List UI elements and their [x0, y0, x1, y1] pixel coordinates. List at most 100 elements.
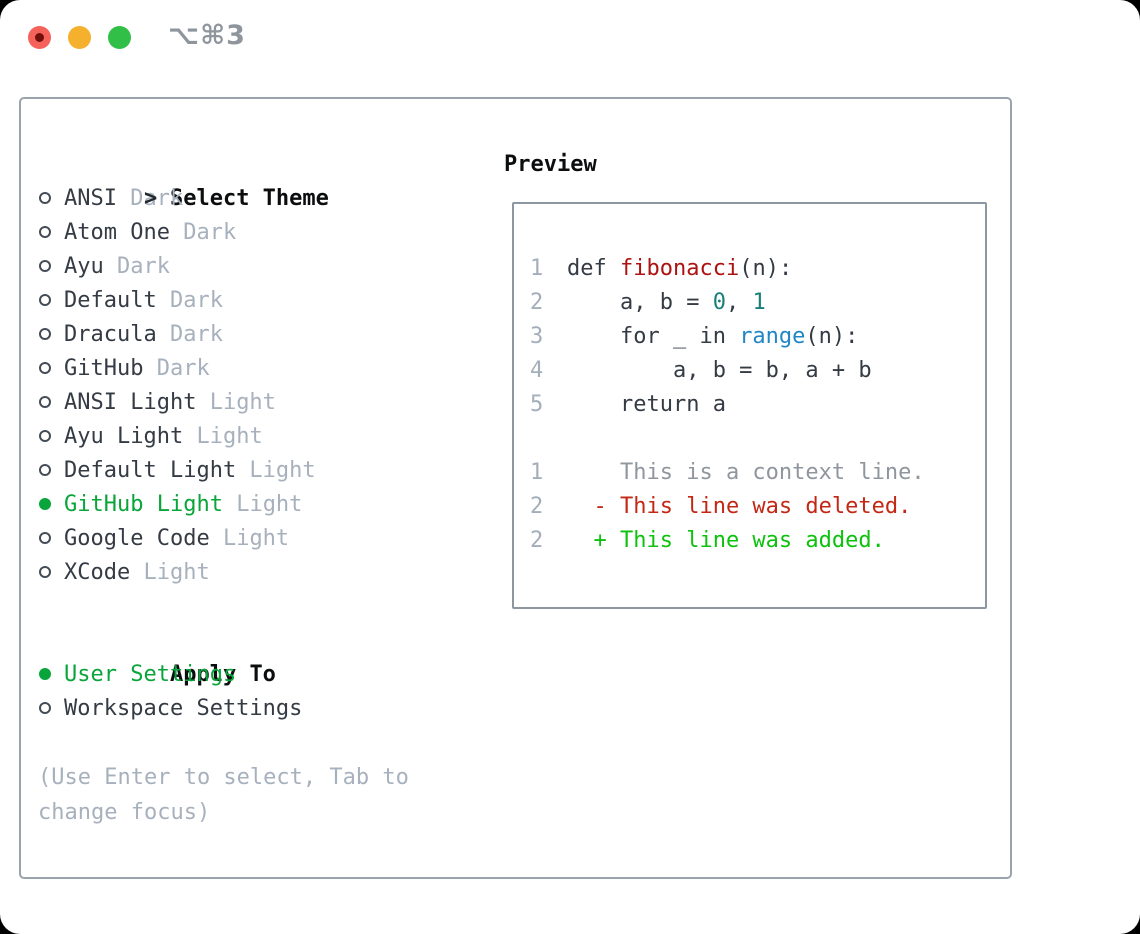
theme-name: GitHub Light — [64, 492, 223, 517]
theme-option-ansi[interactable]: ANSI Dark — [38, 182, 438, 216]
zoom-button[interactable] — [108, 26, 131, 49]
radio-marker — [38, 284, 64, 318]
select-theme-title: Select Theme — [169, 186, 329, 211]
radio-marker — [38, 352, 64, 386]
theme-option-default-light[interactable]: Default Light Light — [38, 454, 438, 488]
theme-option-ayu[interactable]: Ayu Dark — [38, 250, 438, 284]
theme-variant: Light — [183, 424, 263, 449]
line-content: return a — [567, 388, 726, 422]
line-content: - This line was deleted. — [567, 490, 911, 524]
theme-variant: Light — [236, 458, 316, 483]
line-content: a, b = 0, 1 — [567, 286, 766, 320]
close-dot-icon — [35, 33, 44, 42]
apply-option-label: Workspace Settings — [64, 696, 303, 721]
preview-line: 2 - This line was deleted. — [530, 490, 985, 524]
radio-icon — [39, 328, 51, 340]
apply-to-header: Apply To — [38, 624, 438, 687]
code-segment-number: 0 — [712, 290, 726, 315]
radio-icon — [39, 430, 51, 442]
radio-marker — [38, 216, 64, 250]
theme-variant: Dark — [169, 220, 237, 245]
theme-variant: Dark — [156, 322, 223, 347]
line-number — [530, 422, 567, 456]
theme-name: Atom One — [64, 220, 170, 245]
minimize-button[interactable] — [68, 26, 91, 49]
theme-variant: Dark — [156, 288, 223, 313]
theme-name: XCode — [64, 560, 131, 585]
theme-variant: Dark — [143, 356, 210, 381]
prompt-caret-icon: > — [143, 186, 158, 211]
apply-option-user-settings[interactable]: User Settings — [38, 658, 438, 692]
line-number: 2 — [530, 528, 544, 553]
code-segment-plain: (n): — [805, 324, 859, 349]
code-segment-number: 1 — [752, 290, 766, 315]
code-segment-plain: for _ in — [567, 324, 740, 349]
line-content: def fibonacci(n): — [567, 252, 792, 286]
line-content: + This line was added. — [567, 524, 885, 558]
line-content: for _ in range(n): — [567, 320, 858, 354]
preview-line: 2 + This line was added. — [530, 524, 985, 558]
line-number: 2 — [530, 290, 544, 315]
apply-option-workspace-settings[interactable]: Workspace Settings — [38, 692, 438, 726]
theme-option-dracula[interactable]: Dracula Dark — [38, 318, 438, 352]
line-number: 4 — [530, 358, 544, 383]
line-number: 2 — [530, 494, 544, 519]
theme-name: GitHub — [64, 356, 144, 381]
theme-name: ANSI — [64, 186, 117, 211]
preview-blank-line — [530, 422, 985, 456]
preview-line: 4 a, b = b, a + b — [530, 354, 985, 388]
line-number: 5 — [530, 392, 544, 417]
theme-option-ayu-light[interactable]: Ayu Light Light — [38, 420, 438, 454]
line-content: This is a context line. — [567, 456, 925, 490]
preview-title: Preview — [504, 152, 597, 177]
traffic-lights — [28, 26, 131, 49]
theme-option-google-code[interactable]: Google Code Light — [38, 522, 438, 556]
prompt-marker: > — [144, 182, 170, 216]
radio-marker — [38, 488, 64, 522]
theme-option-xcode[interactable]: XCode Light — [38, 556, 438, 590]
radio-icon — [39, 532, 51, 544]
line-number: 3 — [530, 324, 544, 349]
theme-option-github-light[interactable]: GitHub Light Light — [38, 488, 438, 522]
radio-marker — [38, 692, 64, 726]
preview-line: 5 return a — [530, 388, 985, 422]
preview-line: 2 a, b = 0, 1 — [530, 286, 985, 320]
preview-line: 1 This is a context line. — [530, 456, 985, 490]
code-segment-plain: return a — [567, 392, 726, 417]
radio-icon — [39, 226, 51, 238]
preview-line: 1 def fibonacci(n): — [530, 252, 985, 286]
code-segment-plain: a, b = b, a + b — [567, 358, 872, 383]
preview-line: 3 for _ in range(n): — [530, 320, 985, 354]
gap — [38, 590, 438, 624]
code-segment-plain: (n): — [739, 256, 793, 281]
code-segment-plain: def — [567, 256, 620, 281]
apply-option-label: User Settings — [64, 662, 237, 687]
theme-variant: Light — [222, 492, 303, 517]
window-title-shortcut: ⌥⌘3 — [168, 20, 246, 51]
theme-variant: Dark — [116, 186, 184, 211]
radio-icon — [39, 396, 51, 408]
theme-variant: Light — [130, 560, 210, 585]
code-segment-func: fibonacci — [619, 256, 740, 281]
radio-marker — [38, 386, 64, 420]
close-button[interactable] — [28, 26, 51, 49]
theme-name: Google Code — [64, 526, 210, 551]
radio-marker — [38, 522, 64, 556]
line-content: a, b = b, a + b — [567, 354, 872, 388]
theme-option-github[interactable]: GitHub Dark — [38, 352, 438, 386]
theme-option-default[interactable]: Default Dark — [38, 284, 438, 318]
code-segment-plain: , — [725, 290, 753, 315]
radio-icon — [39, 260, 51, 272]
theme-option-atom-one[interactable]: Atom One Dark — [38, 216, 438, 250]
line-number: 1 — [530, 256, 544, 281]
radio-marker — [38, 250, 64, 284]
theme-name: Default — [64, 288, 157, 313]
gap — [38, 726, 438, 760]
theme-option-ansi-light[interactable]: ANSI Light Light — [38, 386, 438, 420]
help-text: (Use Enter to select, Tab to change focu… — [38, 765, 409, 825]
code-segment-added: + This line was added. — [567, 528, 885, 553]
